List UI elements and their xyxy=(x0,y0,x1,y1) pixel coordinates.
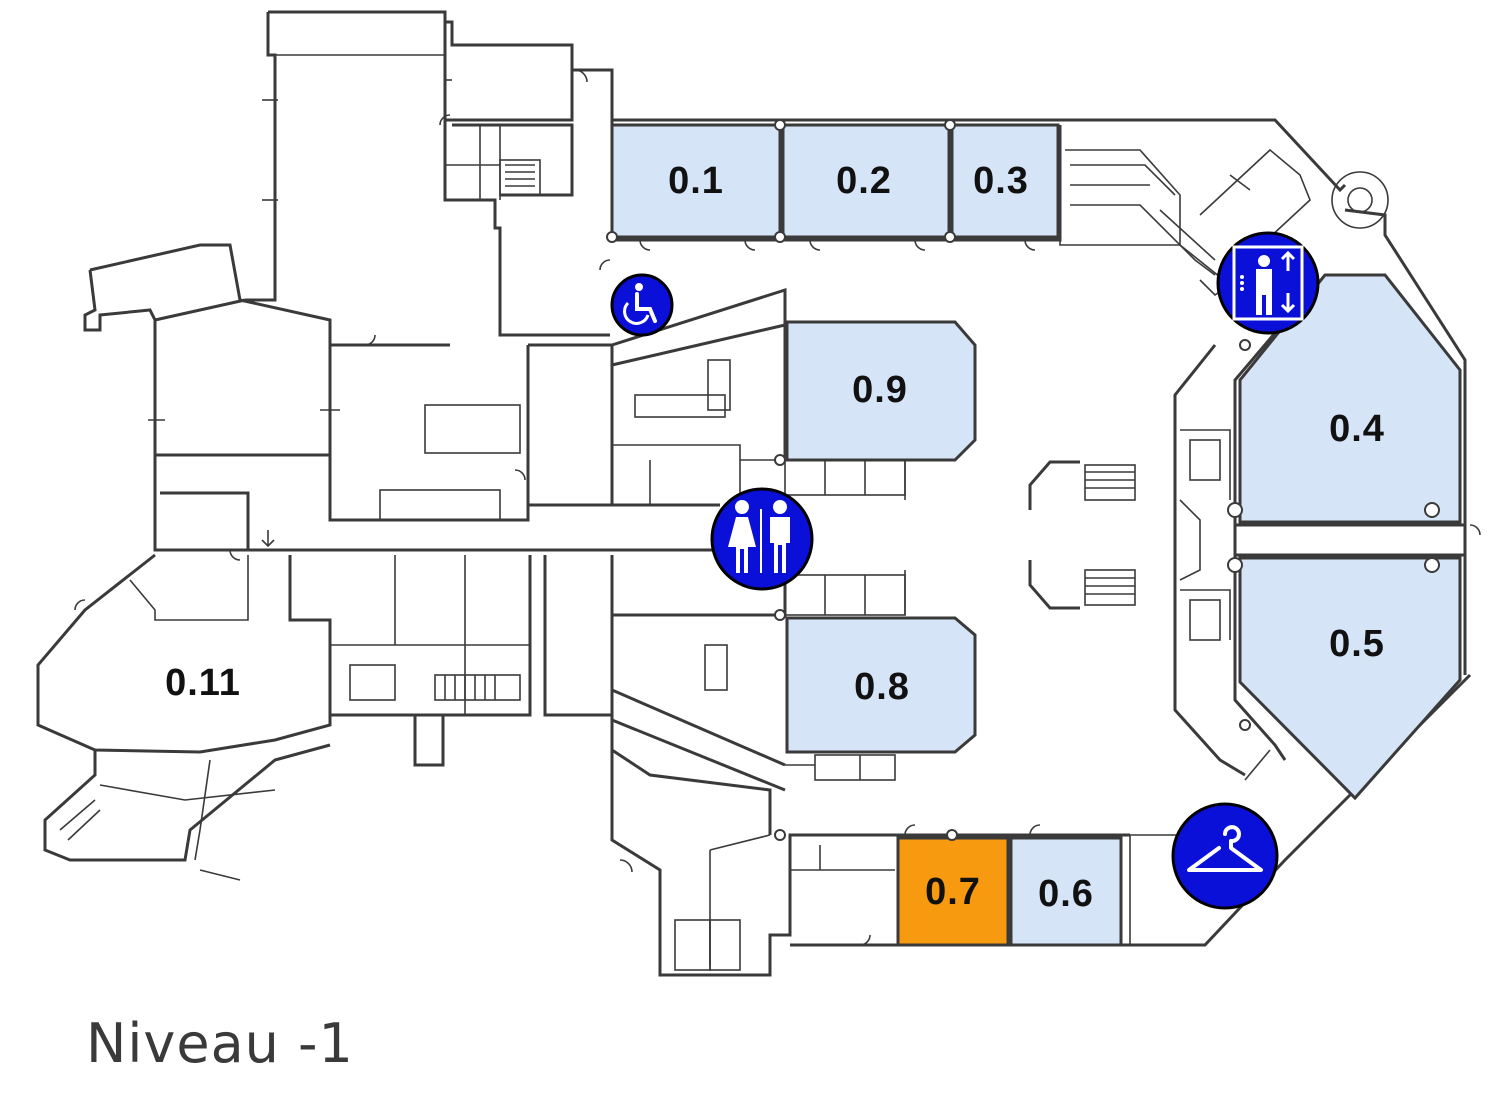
room-r08-area xyxy=(785,616,977,754)
room-r11-label: 0.11 xyxy=(165,662,241,704)
room-r05-area xyxy=(1238,556,1462,801)
room-r05[interactable]: 0.5 xyxy=(1238,556,1462,801)
cloakroom-icon xyxy=(1171,802,1279,910)
room-r01[interactable]: 0.1 xyxy=(610,123,782,239)
room-r07-area xyxy=(896,836,1010,947)
room-r11[interactable]: 0.11 xyxy=(165,662,241,704)
room-r09-label: 0.9 xyxy=(852,369,908,411)
room-r03-area xyxy=(950,123,1060,239)
room-r02-label: 0.2 xyxy=(836,160,892,202)
building-walls xyxy=(36,10,1481,977)
room-r04-label: 0.4 xyxy=(1329,408,1385,450)
room-r08[interactable]: 0.8 xyxy=(785,616,977,754)
room-r09[interactable]: 0.9 xyxy=(785,320,977,462)
room-r06[interactable]: 0.6 xyxy=(1009,836,1123,947)
room-r01-area xyxy=(610,123,782,239)
room-r02[interactable]: 0.2 xyxy=(781,123,951,239)
room-r03[interactable]: 0.3 xyxy=(950,123,1060,239)
restroom-icon xyxy=(710,487,814,591)
columns xyxy=(606,119,1440,841)
room-r06-label: 0.6 xyxy=(1038,873,1094,915)
room-r06-area xyxy=(1009,836,1123,947)
room-r05-label: 0.5 xyxy=(1329,623,1385,665)
room-r01-label: 0.1 xyxy=(668,160,724,202)
room-r02-area xyxy=(781,123,951,239)
room-r08-label: 0.8 xyxy=(854,666,910,708)
room-r07-label: 0.7 xyxy=(925,871,981,913)
level-label: Niveau -1 xyxy=(86,1012,354,1075)
room-r04[interactable]: 0.4 xyxy=(1238,273,1462,524)
room-r09-area xyxy=(785,320,977,462)
elevator-icon xyxy=(1216,231,1320,335)
wheelchair-icon xyxy=(610,273,674,337)
room-r04-area xyxy=(1238,273,1462,524)
room-r03-label: 0.3 xyxy=(973,160,1029,202)
room-r07[interactable]: 0.7 xyxy=(896,836,1010,947)
